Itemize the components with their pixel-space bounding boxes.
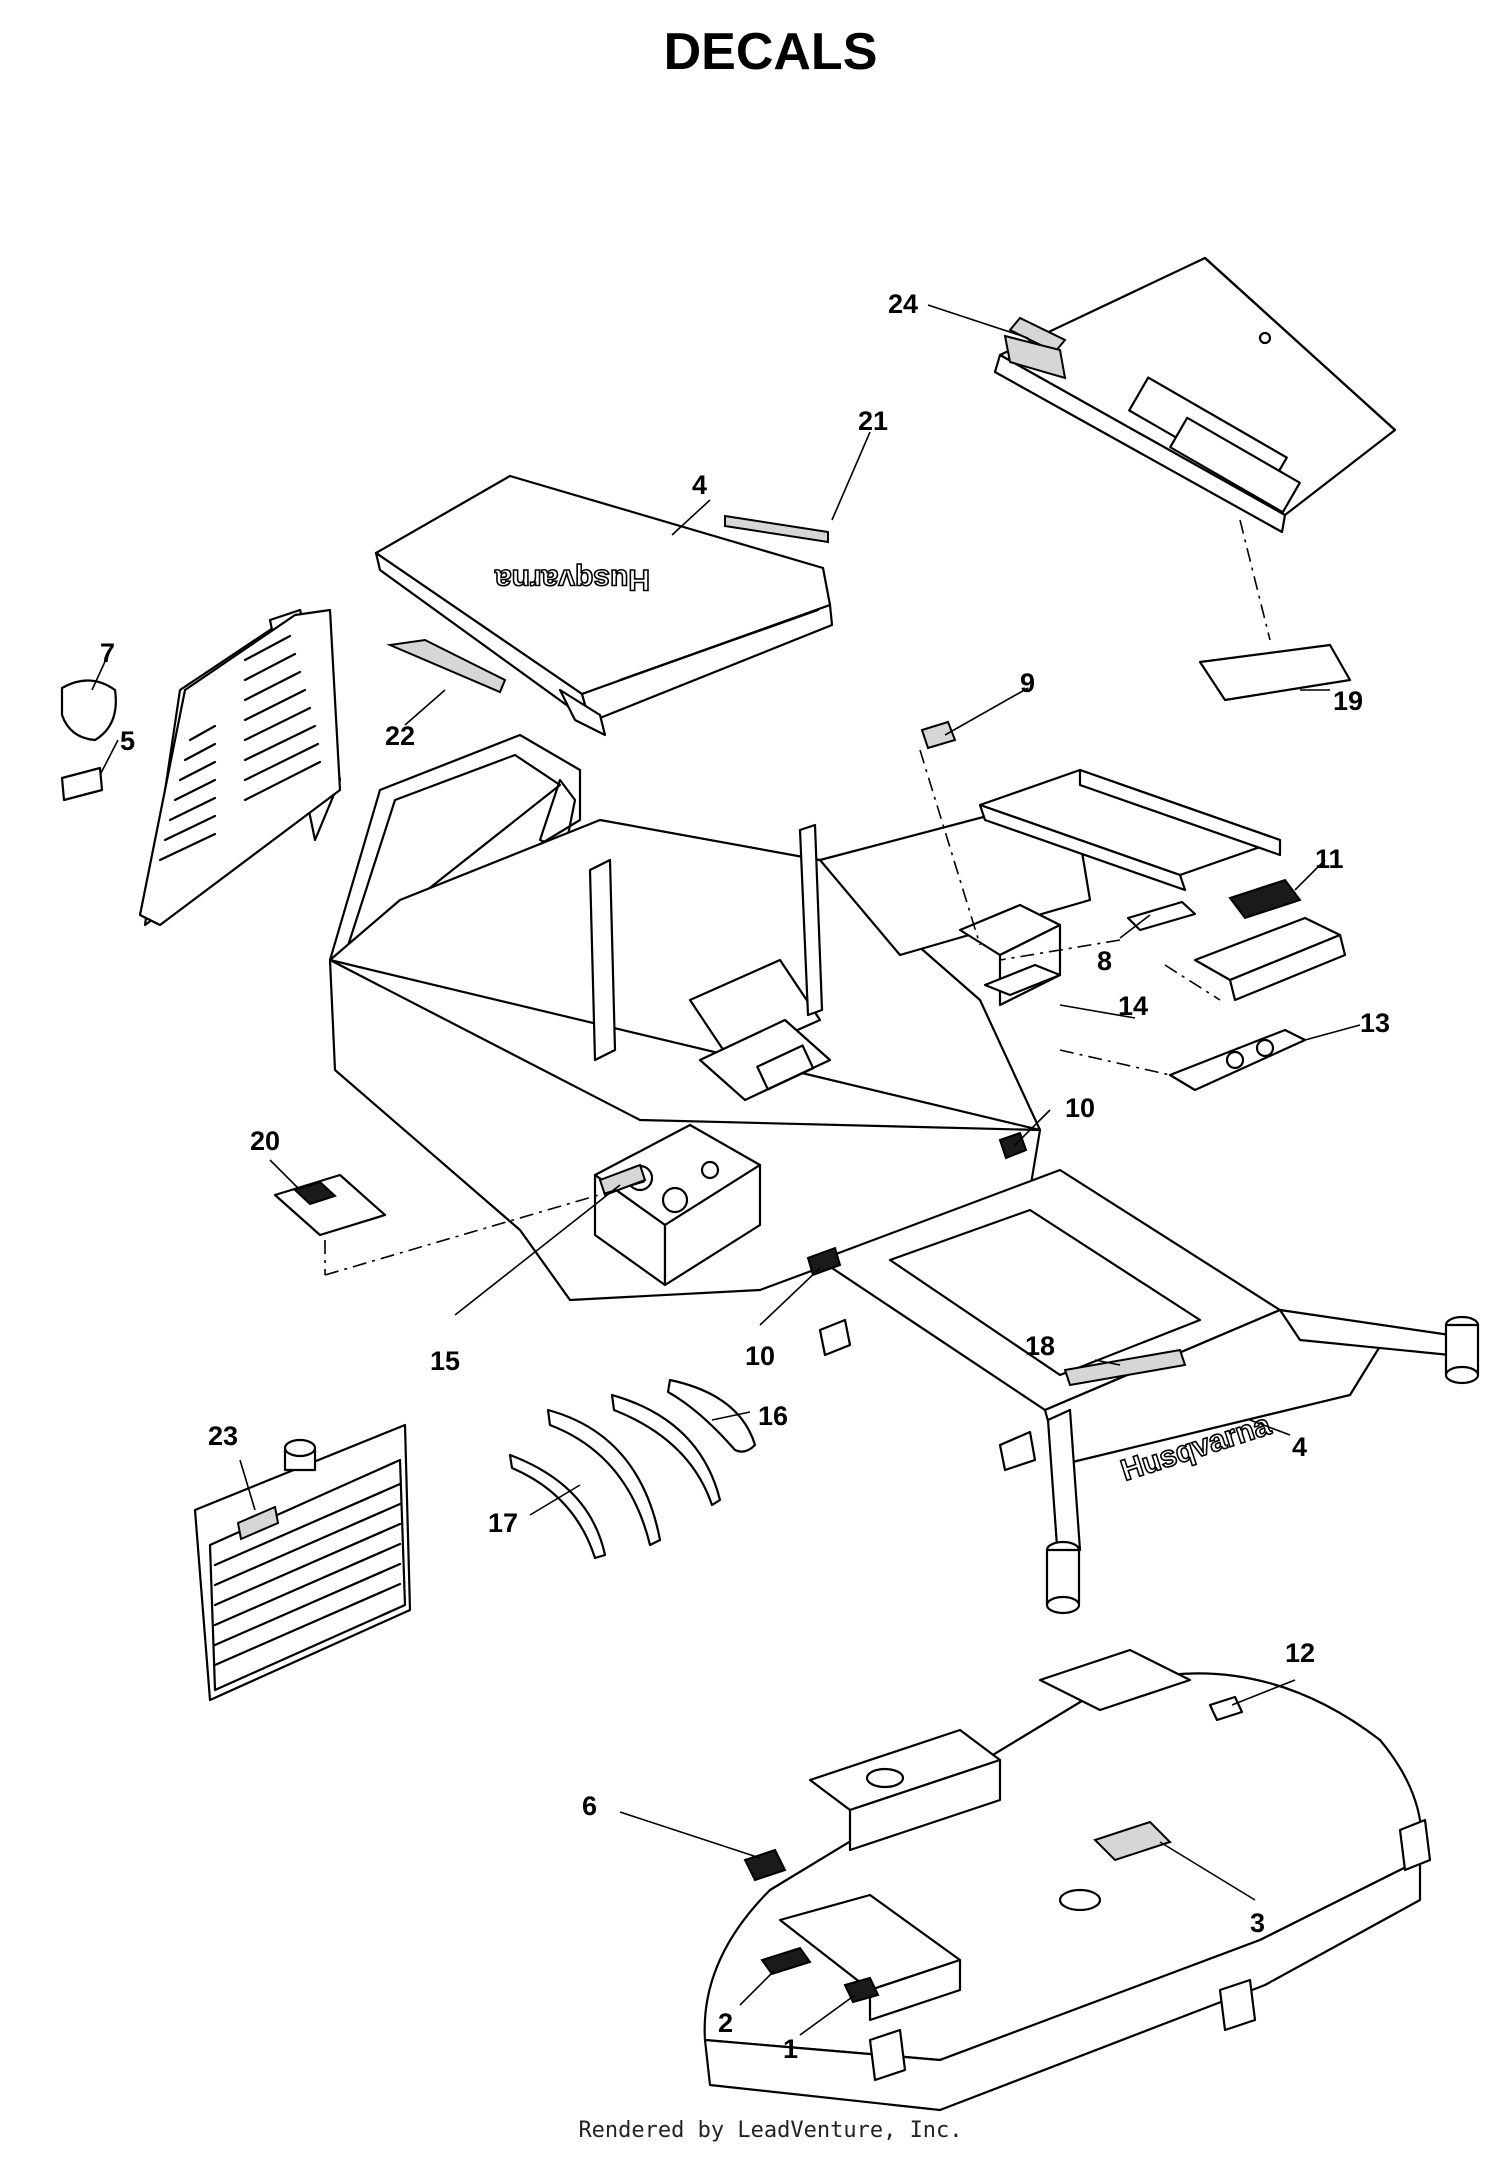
callouts: 24 21 4 7 5 22 9 11 8 14 13 10 20 15 10 … [100, 289, 1390, 2064]
dash-line-13 [1059, 1049, 1171, 1076]
decal-24 [1003, 334, 1067, 380]
dash-line-8 [999, 939, 1121, 961]
decal-13 [1168, 1028, 1307, 1092]
callout-13: 13 [1360, 1008, 1390, 1038]
callout-6: 6 [582, 1791, 597, 1821]
callout-9: 9 [1020, 668, 1035, 698]
dash-line-20b [324, 1179, 651, 1276]
leader-lines [91, 304, 1361, 2036]
callout-10-upper: 10 [1065, 1093, 1095, 1123]
bracket-11 [1193, 916, 1347, 1002]
callout-22: 22 [385, 721, 415, 751]
decal-12 [1208, 1695, 1244, 1722]
decal-5 [60, 766, 104, 802]
callout-10-lower: 10 [745, 1341, 775, 1371]
decal-19 [1198, 643, 1352, 702]
callout-4-hood: 4 [692, 470, 707, 500]
callout-19: 19 [1333, 686, 1363, 716]
decal-14 [983, 963, 1062, 997]
page-title: DECALS [663, 23, 878, 81]
grille-slots [158, 634, 322, 862]
decal-6 [743, 1848, 787, 1882]
decal-3 [1093, 1820, 1172, 1862]
callout-15: 15 [430, 1346, 460, 1376]
decal-9 [920, 720, 957, 750]
decal-10-upper [998, 1131, 1028, 1160]
dash-line [1239, 519, 1271, 641]
decal-11 [1228, 878, 1302, 920]
radiator-fins [213, 1482, 402, 1667]
grille-panel [138, 608, 342, 927]
decal-20 [273, 1173, 387, 1237]
decal-10-lower [806, 1246, 842, 1277]
hood: Husqvarna [374, 474, 834, 737]
callout-12: 12 [1285, 1638, 1315, 1668]
callout-16: 16 [758, 1401, 788, 1431]
decal-22 [386, 638, 507, 694]
callout-1: 1 [783, 2034, 798, 2064]
decal-18 [1063, 1348, 1187, 1387]
callout-2: 2 [718, 2008, 733, 2038]
decal-7 [60, 679, 117, 742]
brand-text: Husqvarna [495, 563, 650, 596]
main-frame: Husqvarna [328, 733, 1480, 1615]
mower-deck [703, 1648, 1432, 2112]
callout-23: 23 [208, 1421, 238, 1451]
callout-24: 24 [888, 289, 918, 319]
callout-18: 18 [1025, 1331, 1055, 1361]
radiator [193, 1423, 412, 1702]
dash-line-11 [1164, 964, 1221, 1001]
callout-4-frame: 4 [1292, 1432, 1307, 1462]
callout-21: 21 [858, 406, 888, 436]
callout-20: 20 [250, 1126, 280, 1156]
callout-7: 7 [100, 638, 115, 668]
callout-11: 11 [1315, 844, 1344, 874]
decal-2 [760, 1946, 812, 1976]
decal-16 [610, 1378, 757, 1507]
callout-8: 8 [1097, 946, 1112, 976]
footer-credit: Rendered by LeadVenture, Inc. [578, 2118, 963, 2143]
dash-line-9 [919, 749, 981, 946]
seat-support [978, 768, 1282, 892]
decal-21 [724, 514, 829, 544]
decal-17 [508, 1408, 662, 1560]
callout-5: 5 [120, 726, 135, 756]
floor-pan [993, 256, 1397, 534]
callout-17: 17 [488, 1508, 518, 1538]
callout-14: 14 [1118, 991, 1148, 1021]
callout-3: 3 [1250, 1908, 1265, 1938]
decal-15 [598, 1163, 647, 1197]
decal-8 [1126, 900, 1197, 932]
